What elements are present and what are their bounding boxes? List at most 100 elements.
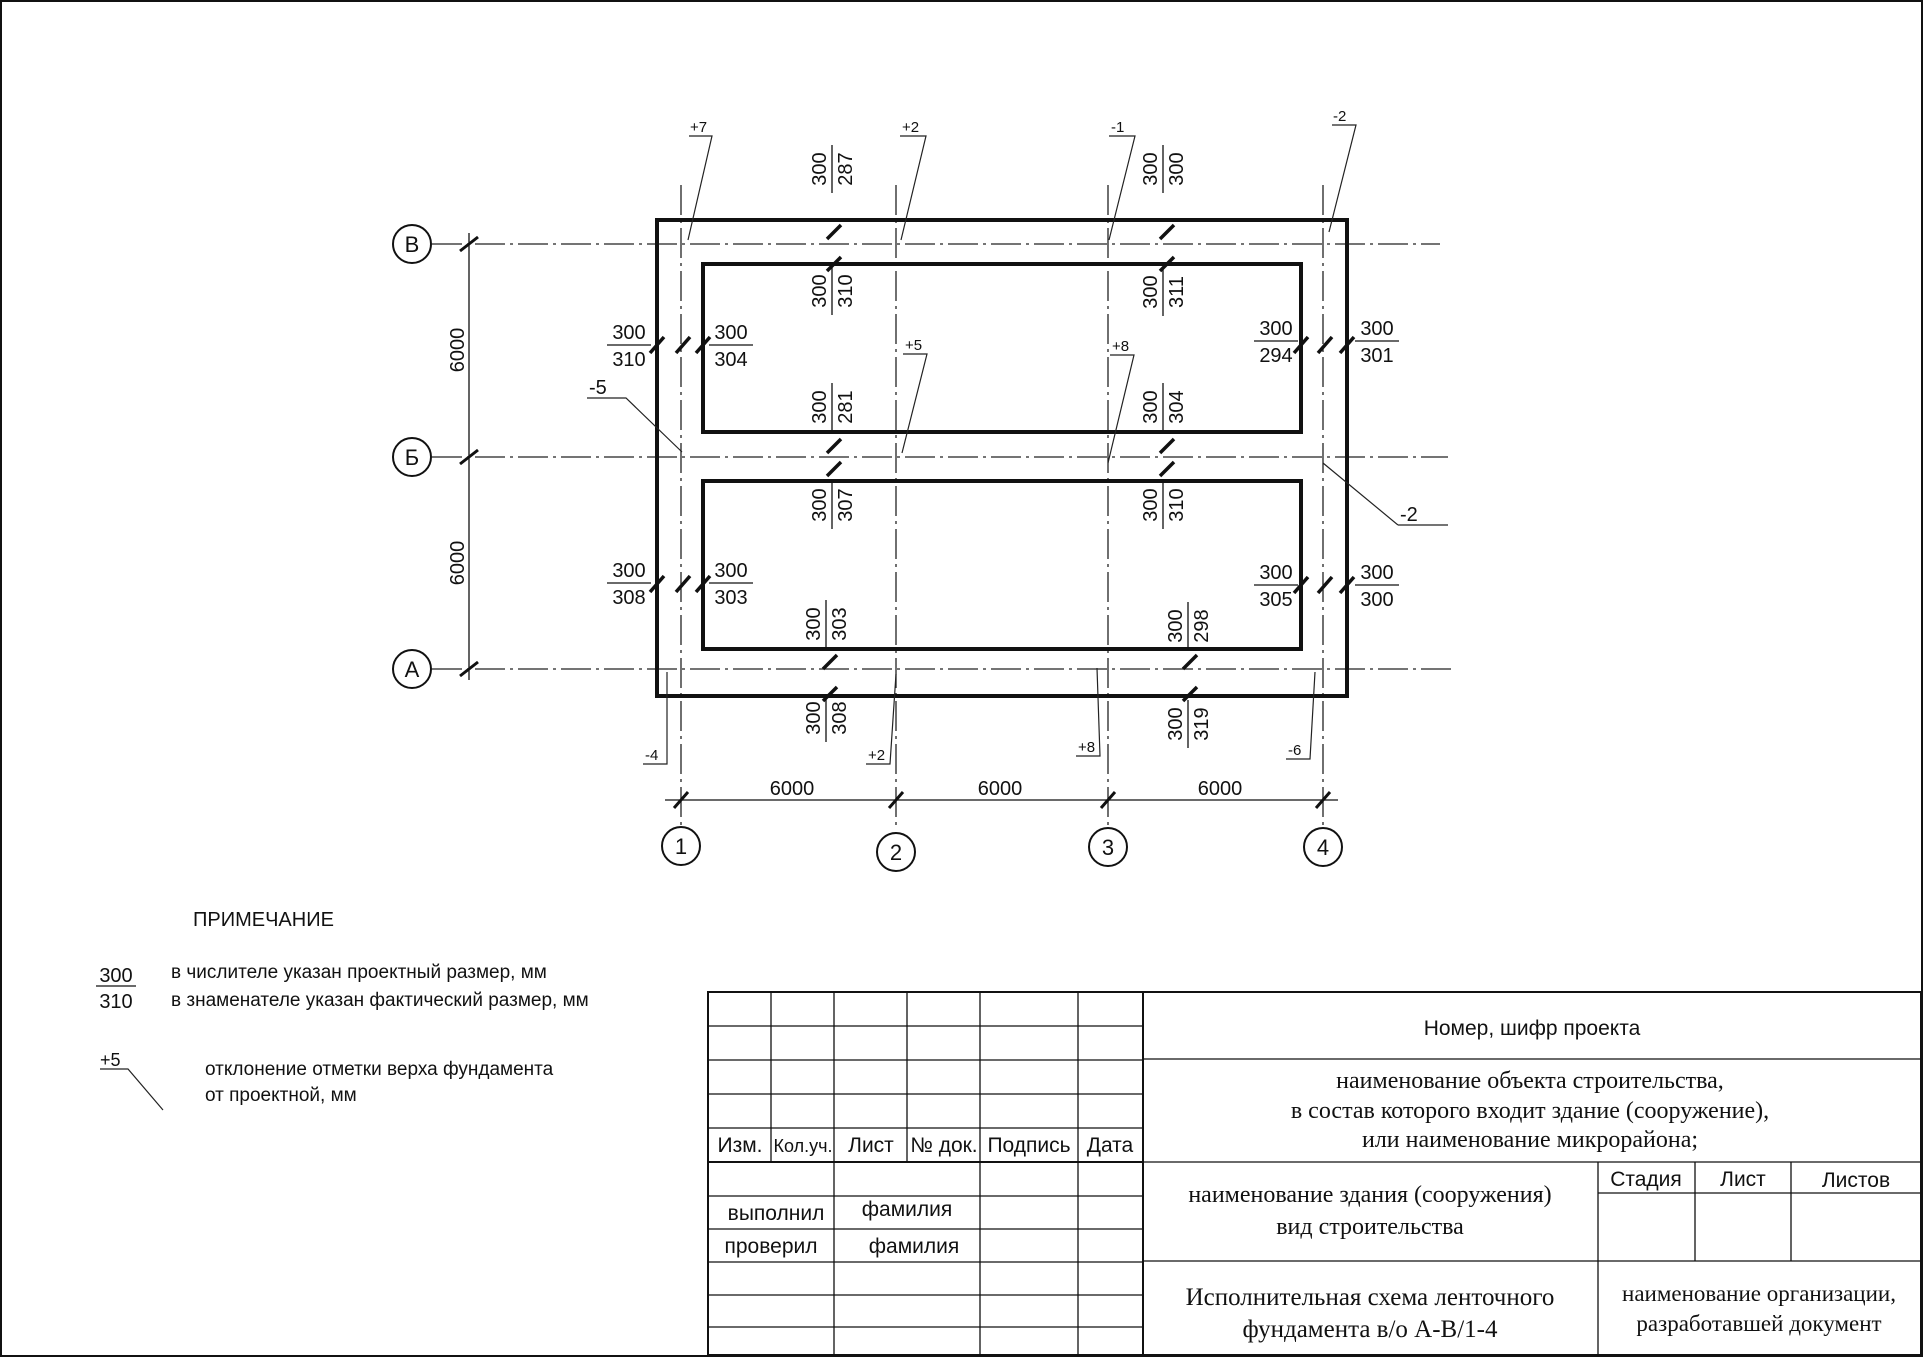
width-fraction: 300 304 xyxy=(709,322,753,371)
elev-label: -2 xyxy=(1333,108,1346,125)
width-fraction: 300 281 xyxy=(809,383,857,431)
stamp-object-line2: в состав которого входит здание (сооруже… xyxy=(1291,1098,1769,1124)
width-design: 300 xyxy=(612,322,645,344)
axis-label-a: А xyxy=(405,657,420,682)
stamp-stage: Стадия xyxy=(1610,1168,1682,1191)
axis-label-v: В xyxy=(405,232,420,257)
stamp-header: Кол.уч. xyxy=(774,1136,833,1156)
width-design: 300 xyxy=(1140,488,1162,521)
dim-col-spacing-1: 6000 xyxy=(770,778,815,800)
axis-label-4: 4 xyxy=(1317,835,1329,860)
stamp-object-line3: или наименование микрорайона; xyxy=(1362,1127,1698,1153)
stamp-done-label: выполнил xyxy=(728,1202,825,1225)
width-design: 300 xyxy=(1259,562,1292,584)
width-fraction: 300 301 xyxy=(1355,318,1399,367)
title-block xyxy=(707,991,1922,1356)
elev-label: +2 xyxy=(868,747,885,764)
stamp-sheet: Лист xyxy=(1720,1168,1766,1191)
axis-bubble-b: Б xyxy=(392,437,432,477)
width-design: 300 xyxy=(809,390,831,423)
width-actual: 311 xyxy=(1166,276,1188,308)
elev-label: -5 xyxy=(589,377,607,399)
elevation-labels: +7 +2 -1 -2 -5 +5 +8 -2 -4 +2 +8 -6 xyxy=(589,108,1418,764)
width-actual: 310 xyxy=(1166,488,1188,521)
elev-label: -1 xyxy=(1111,119,1124,136)
width-actual: 300 xyxy=(1360,589,1393,611)
stamp-header: № док. xyxy=(910,1134,977,1157)
dimension-horizontal xyxy=(665,791,1338,809)
width-fraction: 300 298 xyxy=(1165,602,1213,650)
elev-label: -2 xyxy=(1400,504,1418,526)
width-actual: 304 xyxy=(714,349,747,371)
width-design: 300 xyxy=(1140,152,1162,185)
axis-bubble-a: А xyxy=(392,649,432,689)
width-design: 300 xyxy=(714,560,747,582)
width-fraction: 300 307 xyxy=(809,481,857,529)
stamp-title-line2: фундамента в/о А-В/1-4 xyxy=(1243,1316,1498,1343)
width-actual: 298 xyxy=(1191,609,1213,642)
width-fraction: 300 300 xyxy=(1355,562,1399,611)
stamp-done-name: фамилия xyxy=(862,1198,952,1221)
note-line1: в числителе указан проектный размер, мм xyxy=(171,962,547,983)
elev-label: +8 xyxy=(1112,338,1129,355)
elev-label: -4 xyxy=(645,747,658,764)
width-actual: 308 xyxy=(612,587,645,609)
outer-contour xyxy=(655,218,1349,698)
notes: ПРИМЕЧАНИЕ 300 310 в числителе указан пр… xyxy=(96,909,589,1111)
width-design: 300 xyxy=(1360,318,1393,340)
dimension-vertical xyxy=(459,233,479,680)
axis-bubble-4: 4 xyxy=(1303,827,1343,867)
width-design: 300 xyxy=(1165,609,1187,642)
note-elev-line2: от проектной, мм xyxy=(205,1085,357,1106)
width-design: 300 xyxy=(803,701,825,734)
width-actual: 319 xyxy=(1191,707,1213,740)
width-design: 300 xyxy=(809,152,831,185)
width-actual: 304 xyxy=(1166,390,1188,423)
axis-bubble-v: В xyxy=(392,224,432,264)
axis-bubble-2: 2 xyxy=(876,832,916,872)
stamp-title-line1: Исполнительная схема ленточного xyxy=(1186,1284,1555,1311)
width-fraction: 300 287 xyxy=(809,145,857,193)
dim-row-spacing-1: 6000 xyxy=(447,328,469,373)
stamp-header: Дата xyxy=(1087,1134,1134,1157)
elev-label: +5 xyxy=(905,337,922,354)
title-block-text: Изм. Кол.уч. Лист № док. Подпись Дата вы… xyxy=(718,1017,1896,1343)
width-fraction: 300 305 xyxy=(1254,562,1298,611)
width-actual: 307 xyxy=(835,488,857,521)
elev-label: +7 xyxy=(690,119,707,136)
note-elev-sample: +5 xyxy=(100,1050,121,1070)
width-fraction: 300 310 xyxy=(1140,481,1188,529)
note-fraction-den: 310 xyxy=(99,991,132,1013)
stamp-header: Подпись xyxy=(987,1134,1070,1157)
width-design: 300 xyxy=(809,488,831,521)
width-design: 300 xyxy=(1165,707,1187,740)
stamp-org-line2: разработавшей документ xyxy=(1636,1311,1881,1336)
width-actual: 310 xyxy=(835,274,857,307)
dim-col-spacing-2: 6000 xyxy=(978,778,1023,800)
stamp-project-code: Номер, шифр проекта xyxy=(1424,1017,1641,1040)
width-fraction: 300 303 xyxy=(803,600,851,648)
stamp-object-line1: наименование объекта строительства, xyxy=(1336,1068,1724,1094)
stamp-building-line2: вид строительства xyxy=(1276,1214,1464,1240)
width-design: 300 xyxy=(1140,275,1162,308)
foundation-outline xyxy=(655,218,1349,698)
width-fraction: 300 311 xyxy=(1140,268,1188,316)
width-design: 300 xyxy=(809,274,831,307)
width-actual: 300 xyxy=(1166,152,1188,185)
elev-label: +8 xyxy=(1078,739,1095,756)
width-actual: 294 xyxy=(1259,345,1292,367)
width-actual: 308 xyxy=(829,701,851,734)
note-elev-line1: отклонение отметки верха фундамента xyxy=(205,1059,554,1080)
width-fraction: 300 303 xyxy=(709,560,753,609)
width-fraction: 300 319 xyxy=(1165,700,1213,748)
width-actual: 301 xyxy=(1360,345,1393,367)
inner-contour-top xyxy=(701,262,1303,434)
width-design: 300 xyxy=(612,560,645,582)
axis-label-1: 1 xyxy=(675,834,687,859)
width-ticks xyxy=(648,223,1356,703)
width-design: 300 xyxy=(1259,318,1292,340)
elev-label: +2 xyxy=(902,119,919,136)
elev-label: -6 xyxy=(1288,742,1301,759)
